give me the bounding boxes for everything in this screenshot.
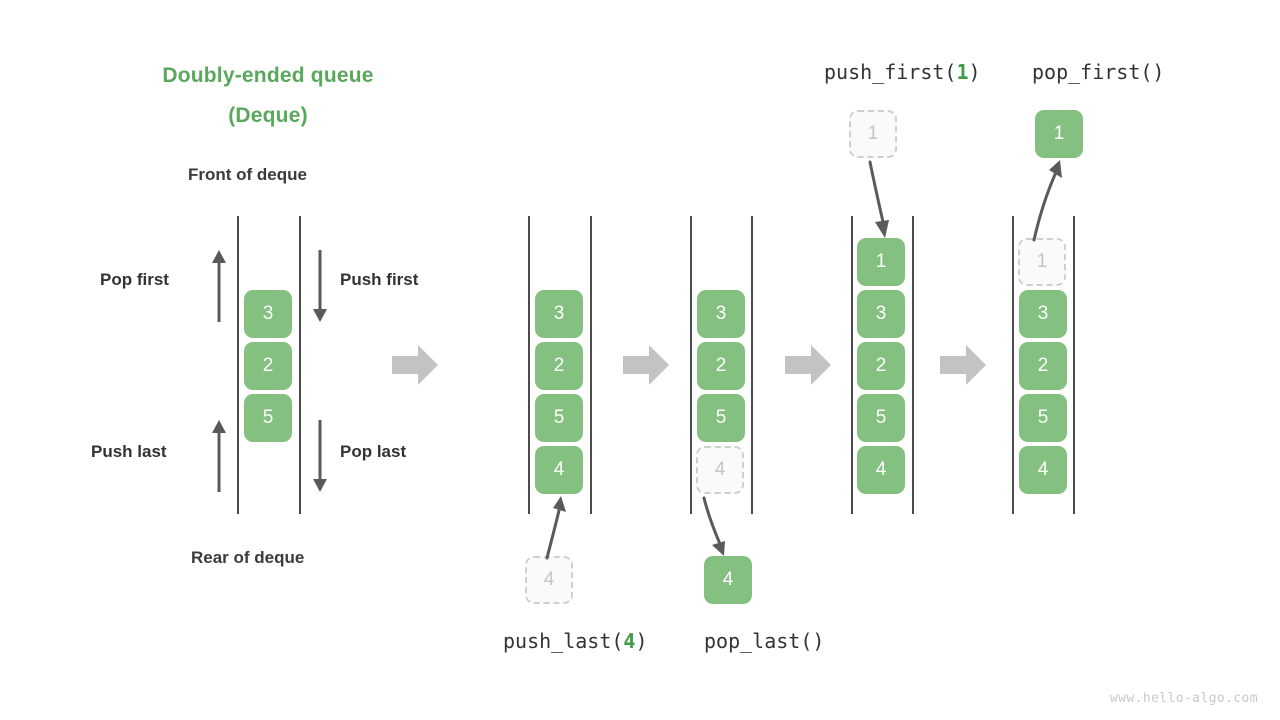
deque-item: 4 (535, 446, 583, 494)
deque-item: 5 (697, 394, 745, 442)
block-right-arrow-icon (785, 345, 831, 385)
deque-item: 5 (535, 394, 583, 442)
deque-item: 5 (244, 394, 292, 442)
deque-item: 4 (857, 446, 905, 494)
deque-rail-left-col5 (1012, 216, 1014, 514)
deque-rail-left-col2 (528, 216, 530, 514)
deque-item: 1 (1018, 238, 1066, 286)
deque-item: 4 (696, 446, 744, 494)
deque-floating-item: 1 (1035, 110, 1083, 158)
deque-floating-item: 4 (525, 556, 573, 604)
deque-rail-right-col4 (912, 216, 914, 514)
deque-floating-item: 1 (849, 110, 897, 158)
pop-first-label: Pop first (100, 270, 169, 289)
deque-rail-left-col4 (851, 216, 853, 514)
pop-first-operation-label: pop_first() (1032, 60, 1165, 84)
thin-up-arrow-icon (212, 420, 226, 492)
motion-arrow-up-icon (545, 496, 566, 560)
deque-item: 2 (1019, 342, 1067, 390)
deque-floating-item: 4 (704, 556, 752, 604)
deque-item: 3 (244, 290, 292, 338)
push-last-arg: 4 (623, 629, 636, 653)
thin-down-arrow-icon (313, 250, 327, 322)
deque-item: 5 (1019, 394, 1067, 442)
title-line-1: Doubly-ended queue (162, 64, 374, 87)
deque-item: 2 (857, 342, 905, 390)
motion-arrow-down-icon (702, 496, 725, 556)
push-first-fn-name: push_first( (824, 60, 957, 84)
thin-down-arrow-icon (313, 420, 327, 492)
deque-rail-left-col1 (237, 216, 239, 514)
deque-rail-right-col2 (590, 216, 592, 514)
deque-rail-right-col1 (299, 216, 301, 514)
deque-item: 2 (697, 342, 745, 390)
motion-arrow-up-icon (1032, 160, 1062, 242)
title-line-2: (Deque) (228, 104, 308, 127)
block-right-arrow-icon (392, 345, 438, 385)
deque-item: 3 (1019, 290, 1067, 338)
block-right-arrow-icon (940, 345, 986, 385)
deque-item: 2 (244, 342, 292, 390)
deque-item: 3 (697, 290, 745, 338)
thin-up-arrow-icon (212, 250, 226, 322)
front-of-deque-label: Front of deque (188, 165, 307, 184)
push-first-label: Push first (340, 270, 419, 289)
deque-item: 1 (857, 238, 905, 286)
block-right-arrow-icon (623, 345, 669, 385)
deque-item: 4 (1019, 446, 1067, 494)
deque-item: 2 (535, 342, 583, 390)
deque-item: 5 (857, 394, 905, 442)
pop-last-label: Pop last (340, 442, 407, 461)
deque-item: 3 (857, 290, 905, 338)
push-first-arg: 1 (956, 60, 969, 84)
deque-rail-right-col5 (1073, 216, 1075, 514)
push-first-close: ) (968, 60, 981, 84)
deque-rail-right-col3 (751, 216, 753, 514)
push-last-label: Push last (91, 442, 167, 461)
push-last-operation-label: push_last(4) (503, 629, 648, 653)
page-title: Doubly-ended queue (Deque) (128, 56, 408, 136)
push-last-close: ) (635, 629, 648, 653)
pop-last-operation-label: pop_last() (704, 629, 825, 653)
deque-rail-left-col3 (690, 216, 692, 514)
deque-item: 3 (535, 290, 583, 338)
rear-of-deque-label: Rear of deque (191, 548, 305, 567)
watermark: www.hello-algo.com (1109, 691, 1258, 706)
push-last-fn-name: push_last( (503, 629, 624, 653)
push-first-operation-label: push_first(1) (824, 60, 981, 84)
motion-arrow-down-icon (868, 160, 889, 238)
